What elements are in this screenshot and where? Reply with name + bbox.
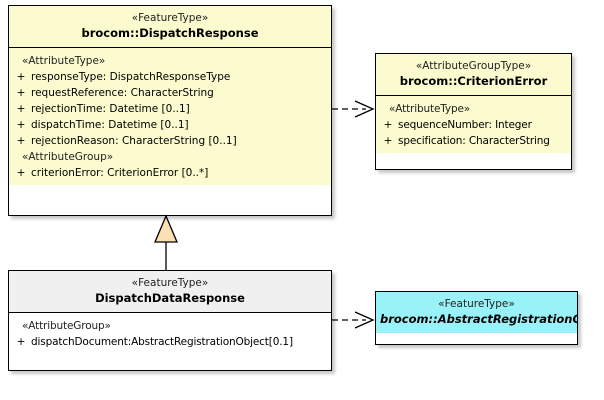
class-name: DispatchDataResponse [95,291,245,305]
attribute-row[interactable]: + specification: CharacterString [378,133,569,149]
relation-dependency-abstract-registration-object[interactable] [332,311,375,329]
attribute-label: criterionError: CriterionError [0..*] [31,167,209,179]
attribute-label: responseType: DispatchResponseType [31,71,231,83]
relation-generalization[interactable] [154,214,178,270]
class-box-criterion-error[interactable]: «AttributeGroupType» brocom::CriterionEr… [375,53,572,170]
class-stereotype: «FeatureType» [131,277,209,289]
attribute-label: specification: CharacterString [398,135,550,147]
class-name: brocom::CriterionError [399,74,548,88]
attribute-row[interactable]: + dispatchDocument:AbstractRegistrationO… [11,334,329,350]
attribute-visibility: + [16,119,26,131]
attribute-row[interactable]: + sequenceNumber: Integer [378,117,569,133]
class-stereotype: «AttributeGroupType» [415,60,532,72]
attribute-label: sequenceNumber: Integer [398,119,532,131]
attribute-visibility: + [16,87,26,99]
attribute-row[interactable]: + rejectionTime: Datetime [0..1] [11,101,329,117]
class-box-abstract-registration-object[interactable]: «FeatureType» brocom::AbstractRegistrati… [375,291,578,345]
attribute-row[interactable]: + dispatchTime: Datetime [0..1] [11,117,329,133]
attribute-label: rejectionTime: Datetime [0..1] [31,103,190,115]
attribute-label: rejectionReason: CharacterString [0..1] [31,135,237,147]
class-body-dispatch-data-response: «AttributeGroup» + dispatchDocument:Abst… [9,313,331,354]
attribute-visibility: + [16,71,26,83]
compartment-group-label: «AttributeType» [389,103,471,115]
compartment-group-label: «AttributeGroup» [22,320,111,332]
attribute-label: dispatchTime: Datetime [0..1] [31,119,189,131]
attribute-row[interactable]: + criterionError: CriterionError [0..*] [11,165,329,181]
attribute-row[interactable]: + rejectionReason: CharacterString [0..1… [11,133,329,149]
attribute-label: dispatchDocument:AbstractRegistrationObj… [31,336,293,348]
compartment-group-label: «AttributeType» [22,55,106,67]
class-name: brocom::AbstractRegistrationObject [380,312,577,326]
class-box-dispatch-data-response[interactable]: «FeatureType» DispatchDataResponse «Attr… [8,270,332,371]
class-box-dispatch-response[interactable]: «FeatureType» brocom::DispatchResponse «… [8,5,332,216]
class-name: brocom::DispatchResponse [81,26,259,40]
attribute-visibility: + [383,135,393,147]
compartment-group-label: «AttributeGroup» [22,151,114,163]
attribute-visibility: + [16,336,26,348]
attribute-visibility: + [16,167,26,179]
class-header-abstract-registration-object: «FeatureType» brocom::AbstractRegistrati… [376,292,577,333]
class-body-criterion-error: «AttributeType» + sequenceNumber: Intege… [376,96,571,153]
attribute-visibility: + [383,119,393,131]
class-header-dispatch-response: «FeatureType» brocom::DispatchResponse [9,6,331,48]
class-stereotype: «FeatureType» [438,298,515,310]
class-header-dispatch-data-response: «FeatureType» DispatchDataResponse [9,271,331,313]
class-body-dispatch-response: «AttributeType» + responseType: Dispatch… [9,48,331,185]
attribute-visibility: + [16,135,26,147]
attribute-row[interactable]: + requestReference: CharacterString [11,85,329,101]
class-stereotype: «FeatureType» [131,12,209,24]
class-header-criterion-error: «AttributeGroupType» brocom::CriterionEr… [376,54,571,96]
attribute-row[interactable]: + responseType: DispatchResponseType [11,69,329,85]
relation-dependency-criterion-error[interactable] [332,100,375,118]
attribute-visibility: + [16,103,26,115]
attribute-label: requestReference: CharacterString [31,87,214,99]
